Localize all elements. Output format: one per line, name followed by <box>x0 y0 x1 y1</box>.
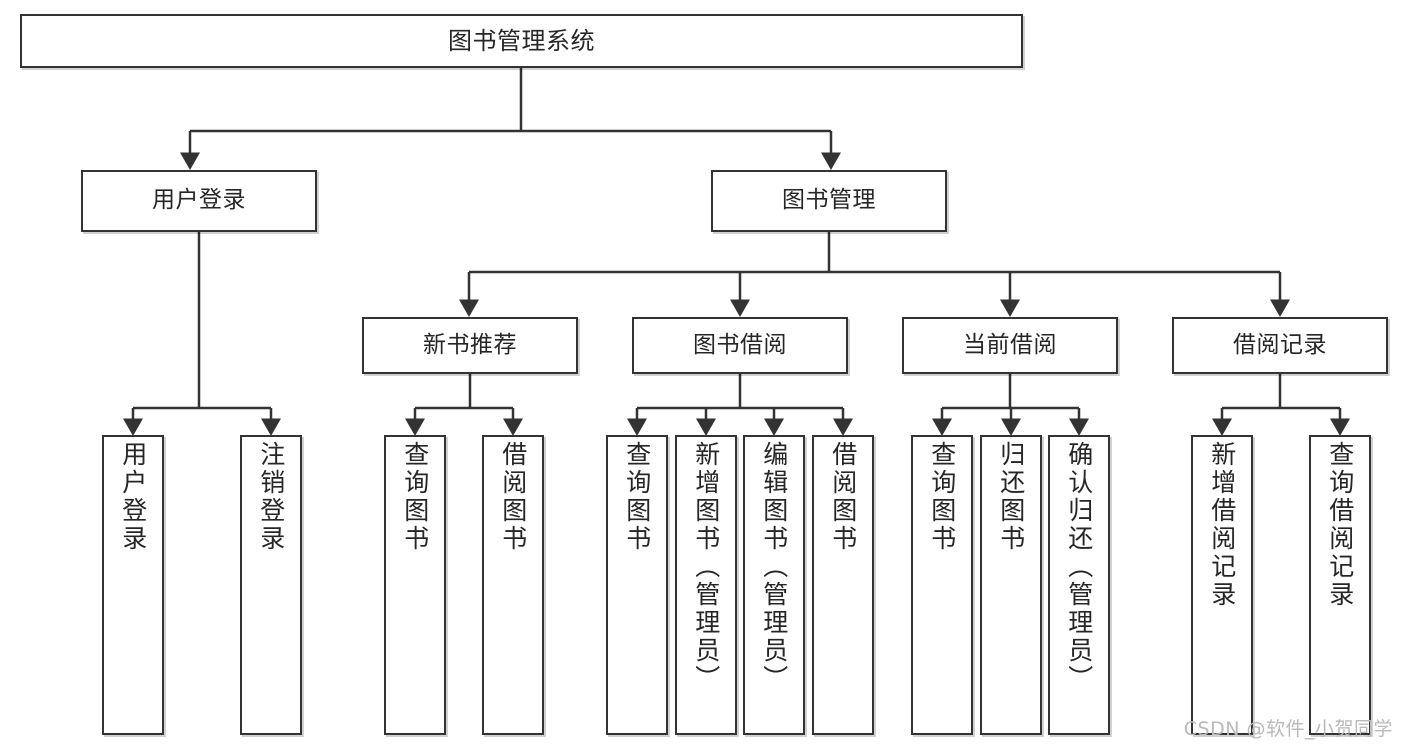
leaf-record-add[interactable]: 新增借阅记录 <box>1191 435 1253 735</box>
leaf-borrow-query-book[interactable]: 查询图书 <box>606 435 668 735</box>
leaf-record-query[interactable]: 查询借阅记录 <box>1309 435 1371 735</box>
leaf-user-login-logout[interactable]: 注销登录 <box>240 435 302 735</box>
node-current-borrow[interactable]: 当前借阅 <box>902 317 1118 374</box>
node-label: 图书借阅 <box>693 331 787 358</box>
leaf-current-return-book[interactable]: 归还图书 <box>980 435 1042 735</box>
node-book-management[interactable]: 图书管理 <box>711 170 947 232</box>
leaf-borrow-edit-book[interactable]: 编辑图书（管理员） <box>743 435 805 735</box>
leaf-label: 查询图书 <box>927 441 957 553</box>
leaf-current-query-book[interactable]: 查询图书 <box>911 435 973 735</box>
leaf-current-confirm-return[interactable]: 确认归还（管理员） <box>1048 435 1110 735</box>
leaf-label: 查询图书 <box>400 441 430 553</box>
leaf-label: 编辑图书（管理员） <box>759 441 789 693</box>
leaf-label: 用户登录 <box>118 441 148 553</box>
leaf-label: 归还图书 <box>996 441 1026 553</box>
node-label: 图书管理 <box>782 187 876 214</box>
node-label: 图书管理系统 <box>448 26 595 55</box>
node-borrow-record[interactable]: 借阅记录 <box>1172 317 1388 374</box>
leaf-label: 借阅图书 <box>828 441 858 553</box>
node-book-borrow[interactable]: 图书借阅 <box>632 317 848 374</box>
leaf-new-book-borrow[interactable]: 借阅图书 <box>482 435 544 735</box>
node-label: 借阅记录 <box>1233 331 1327 358</box>
node-user-login[interactable]: 用户登录 <box>81 170 317 232</box>
watermark-text: CSDN @软件_小贺同学 <box>1183 718 1393 740</box>
leaf-label: 确认归还（管理员） <box>1064 441 1094 693</box>
node-label: 用户登录 <box>152 187 246 214</box>
leaf-label: 注销登录 <box>256 441 286 553</box>
leaf-label: 新增借阅记录 <box>1207 441 1237 609</box>
leaf-new-book-query[interactable]: 查询图书 <box>384 435 446 735</box>
node-root-book-management-system[interactable]: 图书管理系统 <box>20 14 1023 68</box>
node-new-book-recommend[interactable]: 新书推荐 <box>362 317 578 374</box>
leaf-label: 查询图书 <box>622 441 652 553</box>
leaf-label: 查询借阅记录 <box>1325 441 1355 609</box>
leaf-user-login-login[interactable]: 用户登录 <box>102 435 164 735</box>
leaf-borrow-borrow-book[interactable]: 借阅图书 <box>812 435 874 735</box>
leaf-label: 新增图书（管理员） <box>691 441 721 693</box>
leaf-label: 借阅图书 <box>498 441 528 553</box>
node-label: 新书推荐 <box>423 331 517 358</box>
node-label: 当前借阅 <box>963 331 1057 358</box>
leaf-borrow-add-book[interactable]: 新增图书（管理员） <box>675 435 737 735</box>
